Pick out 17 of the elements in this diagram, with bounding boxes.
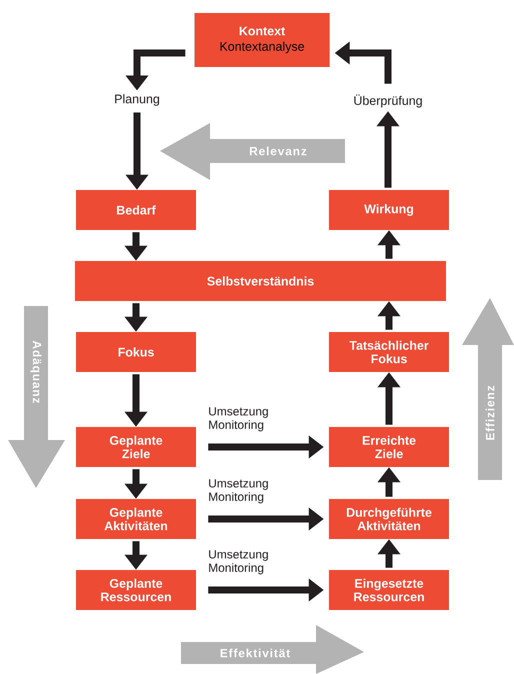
process-box: Kontext Kontextanalyse [194, 13, 330, 67]
process-box: Erreichte Ziele [329, 427, 449, 467]
process-box: Bedarf [76, 190, 196, 230]
edge-label: Umsetzung Monitoring [209, 407, 268, 432]
process-box: Fokus [76, 332, 196, 372]
process-box: Geplante Aktivitäten [76, 499, 196, 539]
edge-label: Umsetzung Monitoring [209, 479, 268, 504]
process-box: Geplante Ressourcen [76, 570, 196, 610]
edge-label: Umsetzung Monitoring [209, 550, 268, 574]
stage-label: Überprüfung [354, 94, 422, 108]
process-box: Selbstverständnis [75, 261, 446, 301]
process-box: Eingesetzte Ressourcen [329, 570, 449, 610]
process-box: Durchgeführte Aktivitäten [329, 499, 449, 539]
process-box: Geplante Ziele [76, 427, 196, 467]
process-box: Wirkung [329, 190, 449, 230]
process-box: Tatsächlicher Fokus [329, 332, 449, 372]
stage-label: Planung [115, 94, 160, 106]
